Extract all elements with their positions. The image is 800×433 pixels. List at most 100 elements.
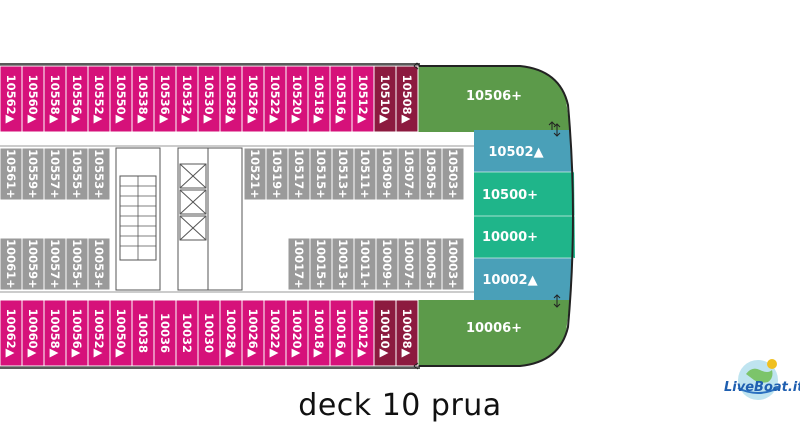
- cabin-lower-inner[interactable]: 10013+: [331, 237, 355, 291]
- suite-teal-bottom-label[interactable]: 10000+: [482, 230, 538, 245]
- cabin-number: 10058▲: [48, 309, 62, 358]
- cabin-number: 10055+: [70, 239, 84, 289]
- suite-blue-bottom-bg: [474, 258, 556, 300]
- cabin-lower-inner[interactable]: 10007+: [397, 237, 421, 291]
- cabin-lower-inner[interactable]: 10005+: [419, 237, 443, 291]
- cabin-lower-inner[interactable]: 10011+: [353, 237, 377, 291]
- cabin-bottom-outer[interactable]: 10010▲: [373, 299, 397, 367]
- suite-bottom-green-label[interactable]: 10006+: [466, 321, 522, 336]
- cabin-bottom-outer[interactable]: 10018▲: [307, 299, 331, 367]
- cabin-top-outer[interactable]: 10556▲: [65, 65, 89, 133]
- cabin-top-outer[interactable]: 10552▲: [87, 65, 111, 133]
- cabin-upper-inner[interactable]: 10505+: [419, 147, 443, 201]
- cabin-number: 10503+: [446, 149, 460, 199]
- cabin-upper-inner[interactable]: 10557+: [43, 147, 67, 201]
- cabin-bottom-outer[interactable]: 10016▲: [329, 299, 353, 367]
- cabin-number: 10532▲: [180, 75, 194, 124]
- cabin-top-outer[interactable]: 10516▲: [329, 65, 353, 133]
- cabin-top-outer[interactable]: 10550▲: [109, 65, 133, 133]
- cabin-top-outer[interactable]: 10562▲: [0, 65, 23, 133]
- cabin-number: 10556▲: [70, 75, 84, 124]
- cabin-upper-inner[interactable]: 10511+: [353, 147, 377, 201]
- cabin-number: 10509+: [380, 149, 394, 199]
- cabin-lower-inner[interactable]: 10057+: [43, 237, 67, 291]
- cabin-top-outer[interactable]: 10508▲: [395, 65, 419, 133]
- cabin-bottom-outer[interactable]: 10058▲: [43, 299, 67, 367]
- cabin-bottom-outer[interactable]: 10012▲: [351, 299, 375, 367]
- cabin-number: 10552▲: [92, 75, 106, 124]
- cabin-upper-inner[interactable]: 10559+: [21, 147, 45, 201]
- cabin-lower-inner[interactable]: 10009+: [375, 237, 399, 291]
- cabin-number: 10515+: [314, 149, 328, 199]
- cabin-bottom-outer[interactable]: 10022▲: [263, 299, 287, 367]
- cabin-top-outer[interactable]: 10558▲: [43, 65, 67, 133]
- cabin-number: 10015+: [314, 239, 328, 289]
- cabin-top-outer[interactable]: 10512▲: [351, 65, 375, 133]
- cabin-number: 10555+: [70, 149, 84, 199]
- cabin-bottom-outer[interactable]: 10062▲: [0, 299, 23, 367]
- cabin-top-outer[interactable]: 10520▲: [285, 65, 309, 133]
- cabin-top-outer[interactable]: 10528▲: [219, 65, 243, 133]
- cabin-lower-inner[interactable]: 10003+: [441, 237, 465, 291]
- cabin-upper-inner[interactable]: 10519+: [265, 147, 289, 201]
- cabin-lower-inner[interactable]: 10061+: [0, 237, 23, 291]
- cabin-lower-inner[interactable]: 10015+: [309, 237, 333, 291]
- cabin-top-outer[interactable]: 10518▲: [307, 65, 331, 133]
- cabin-lower-inner[interactable]: 10059+: [21, 237, 45, 291]
- cabin-upper-inner[interactable]: 10513+: [331, 147, 355, 201]
- cabin-number: 10062▲: [4, 309, 18, 358]
- suite-blue-top-bg: [474, 130, 556, 172]
- cabin-bottom-outer[interactable]: 10028▲: [219, 299, 243, 367]
- cabin-number: 10520▲: [290, 75, 304, 124]
- cabin-upper-inner[interactable]: 10503+: [441, 147, 465, 201]
- cabin-upper-inner[interactable]: 10555+: [65, 147, 89, 201]
- bottom-outer-cabin-row: 10062▲10060▲10058▲10056▲10052▲10050▲1003…: [0, 299, 419, 367]
- cabin-number: 10507+: [402, 149, 416, 199]
- cabin-lower-inner[interactable]: 10053+: [87, 237, 111, 291]
- cabin-upper-inner[interactable]: 10515+: [309, 147, 333, 201]
- cabin-upper-inner[interactable]: 10517+: [287, 147, 311, 201]
- cabin-bottom-outer[interactable]: 10056▲: [65, 299, 89, 367]
- cabin-bottom-outer[interactable]: 10032: [175, 299, 199, 367]
- cabin-number: 10519+: [270, 149, 284, 199]
- cabin-upper-inner[interactable]: 10561+: [0, 147, 23, 201]
- cabin-number: 10030: [202, 313, 216, 353]
- suite-blue-top-bow: [556, 130, 572, 172]
- suite-teal-top-bg: [474, 172, 564, 216]
- cabin-bottom-outer[interactable]: 10050▲: [109, 299, 133, 367]
- cabin-bottom-outer[interactable]: 10060▲: [21, 299, 45, 367]
- cabin-upper-inner[interactable]: 10553+: [87, 147, 111, 201]
- suite-teal-bottom-bg: [474, 216, 564, 258]
- cabin-bottom-outer[interactable]: 10038: [131, 299, 155, 367]
- cabin-bottom-outer[interactable]: 10036: [153, 299, 177, 367]
- cabin-number: 10010▲: [378, 309, 392, 358]
- cabin-top-outer[interactable]: 10522▲: [263, 65, 287, 133]
- suite-blue-bottom-label[interactable]: 10002▲: [482, 273, 537, 288]
- cabin-top-outer[interactable]: 10530▲: [197, 65, 221, 133]
- cabin-upper-inner[interactable]: 10507+: [397, 147, 421, 201]
- cabin-bottom-outer[interactable]: 10020▲: [285, 299, 309, 367]
- cabin-top-outer[interactable]: 10526▲: [241, 65, 265, 133]
- cabin-top-outer[interactable]: 10532▲: [175, 65, 199, 133]
- cabin-upper-inner[interactable]: 10509+: [375, 147, 399, 201]
- cabin-top-outer[interactable]: 10536▲: [153, 65, 177, 133]
- cabin-number: 10013+: [336, 239, 350, 289]
- cabin-number: 10008▲: [400, 309, 414, 358]
- cabin-number: 10562▲: [4, 75, 18, 124]
- cabin-top-outer[interactable]: 10510▲: [373, 65, 397, 133]
- cabin-number: 10028▲: [224, 309, 238, 358]
- cabin-top-outer[interactable]: 10560▲: [21, 65, 45, 133]
- cabin-bottom-outer[interactable]: 10008▲: [395, 299, 419, 367]
- cabin-number: 10060▲: [26, 309, 40, 358]
- cabin-bottom-outer[interactable]: 10026▲: [241, 299, 265, 367]
- cabin-lower-inner[interactable]: 10017+: [287, 237, 311, 291]
- cabin-number: 10007+: [402, 239, 416, 289]
- cabin-lower-inner[interactable]: 10055+: [65, 237, 89, 291]
- cabin-bottom-outer[interactable]: 10052▲: [87, 299, 111, 367]
- suite-teal-top-label[interactable]: 10500+: [482, 188, 538, 203]
- cabin-upper-inner[interactable]: 10521+: [243, 147, 267, 201]
- suite-blue-top-label[interactable]: 10502▲: [488, 145, 543, 160]
- cabin-top-outer[interactable]: 10538▲: [131, 65, 155, 133]
- suite-top-green-label[interactable]: 10506+: [466, 89, 522, 104]
- cabin-bottom-outer[interactable]: 10030: [197, 299, 221, 367]
